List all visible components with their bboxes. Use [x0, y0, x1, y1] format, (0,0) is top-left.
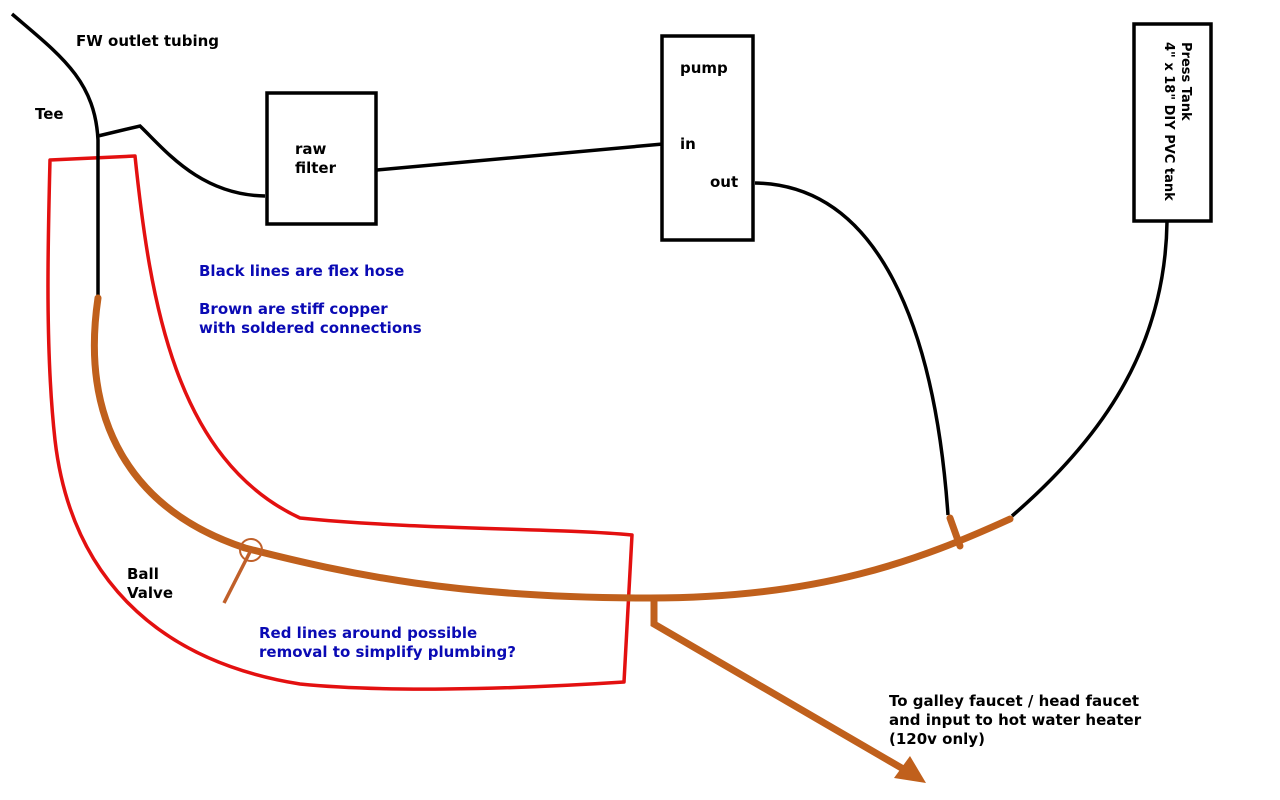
- fw-outlet-label: FW outlet tubing: [76, 32, 219, 50]
- raw-filter-label-line1: raw: [295, 140, 327, 158]
- outlet-arrow-head: [894, 756, 926, 783]
- ball-valve-label-line2: Valve: [127, 584, 173, 602]
- filter-to-pump-hose: [376, 142, 664, 172]
- red-removal-outline: [46, 154, 634, 691]
- pump-box: [660, 34, 755, 242]
- note-brown-line1: Brown are stiff copper: [199, 300, 388, 318]
- fw-outlet-hose: [10, 12, 100, 296]
- raw-filter-label-line2: filter: [295, 159, 337, 177]
- ball-valve-icon: [239, 538, 263, 562]
- raw-filter-box: [265, 91, 378, 226]
- note-brown-line2: with soldered connections: [199, 319, 422, 337]
- ball-valve-label-line1: Ball: [127, 565, 159, 583]
- note-red-line1: Red lines around possible: [259, 624, 477, 642]
- destination-label-line2: and input to hot water heater: [889, 711, 1142, 729]
- copper-outlet-pipe: [650, 598, 907, 774]
- pump-out-hose: [754, 181, 950, 516]
- press-tank-label-line2: 4" x 18" DIY PVC tank: [1161, 42, 1176, 201]
- destination-label-line1: To galley faucet / head faucet: [889, 692, 1139, 710]
- destination-label-line3: (120v only): [889, 730, 985, 748]
- copper-main-pipe: [91, 294, 1014, 602]
- press-tank-box: [1132, 22, 1213, 223]
- pump-in-label: in: [680, 135, 696, 153]
- press-tank-label-line1: Press Tank: [1178, 42, 1193, 121]
- copper-pump-branch: [946, 514, 964, 550]
- pump-label: pump: [680, 59, 728, 77]
- tee-label: Tee: [35, 105, 64, 123]
- pump-out-label: out: [710, 173, 738, 191]
- tee-to-filter-hose: [97, 124, 266, 198]
- ball-valve-handle: [222, 549, 253, 604]
- press-tank-hose: [1010, 221, 1169, 518]
- note-black-lines: Black lines are flex hose: [199, 262, 404, 280]
- note-red-line2: removal to simplify plumbing?: [259, 643, 516, 661]
